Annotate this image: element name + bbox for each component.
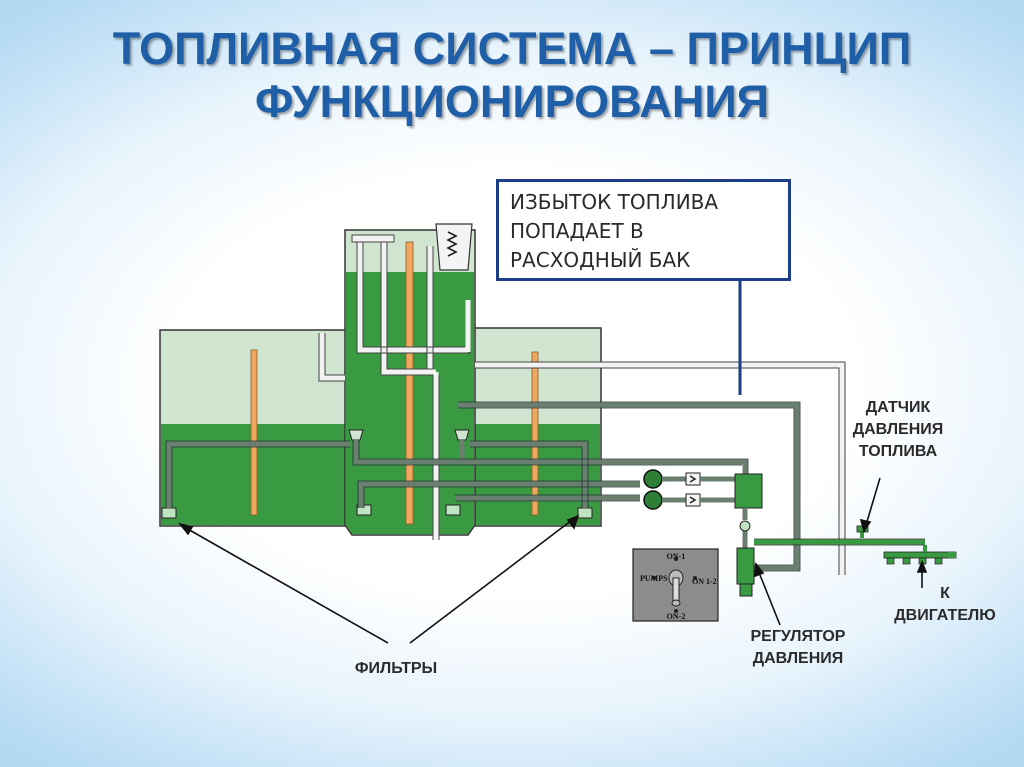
regulator-label-line1: РЕГУЛЯТОР: [750, 628, 846, 645]
pump-switch-on12: ON 1-2: [692, 577, 717, 586]
engine-label-line1: К: [940, 585, 950, 602]
float-sensor-icon: [435, 223, 473, 271]
return-piping: [319, 240, 845, 575]
page-title-line2: ФУНКЦИОНИРОВАНИЯ: [254, 76, 770, 127]
right-tank-rod: [531, 351, 539, 516]
feed-piping: [166, 402, 800, 571]
regulator-label-line2: ДАВЛЕНИЯ: [752, 650, 844, 667]
sensor-label-line3: ТОПЛИВА: [858, 443, 938, 460]
callout-line1: ИЗБЫТОК ТОПЛИВА: [510, 190, 719, 214]
fuel-pressure-sensor-label: ДАТЧИК ДАВЛЕНИЯ ТОПЛИВА: [838, 397, 958, 463]
sensor-label-line1: ДАТЧИК: [865, 399, 931, 416]
center-feed-tank: [344, 229, 476, 536]
left-tank-rod: [250, 349, 258, 516]
filters-label-text: ФИЛЬТРЫ: [354, 660, 438, 677]
check-valve-icon: [348, 429, 470, 441]
pump-switch-on1: ON-1: [667, 552, 686, 561]
manifold-block: [734, 473, 957, 597]
to-engine-label: К ДВИГАТЕЛЮ: [875, 583, 1015, 627]
toggle-switch-icon: ON-1 PUMPS ON 1-2 ON-2: [632, 548, 719, 622]
pump-switch-on2: ON-2: [667, 612, 686, 621]
filter-icon: [161, 504, 593, 519]
page-title: ТОПЛИВНАЯ СИСТЕМА – ПРИНЦИП ФУНКЦИОНИРОВ…: [0, 22, 1024, 128]
sensor-label-line2: ДАВЛЕНИЯ: [852, 421, 944, 438]
page-title-line1: ТОПЛИВНАЯ СИСТЕМА – ПРИНЦИП: [112, 23, 912, 74]
excess-fuel-callout: ИЗБЫТОК ТОПЛИВА ПОПАДАЕТ В РАСХОДНЫЙ БАК: [496, 179, 791, 281]
engine-label-line2: ДВИГАТЕЛЮ: [894, 607, 996, 624]
filters-label: ФИЛЬТРЫ: [336, 658, 456, 680]
arrow-icon: [177, 477, 928, 644]
pump-icon: [643, 469, 735, 510]
callout-line2: ПОПАДАЕТ В: [510, 219, 644, 243]
pressure-regulator-label: РЕГУЛЯТОР ДАВЛЕНИЯ: [733, 626, 863, 670]
center-tank-rod: [405, 241, 414, 525]
callout-line3: РАСХОДНЫЙ БАК: [510, 248, 691, 272]
pump-switch-label: PUMPS: [640, 574, 668, 583]
